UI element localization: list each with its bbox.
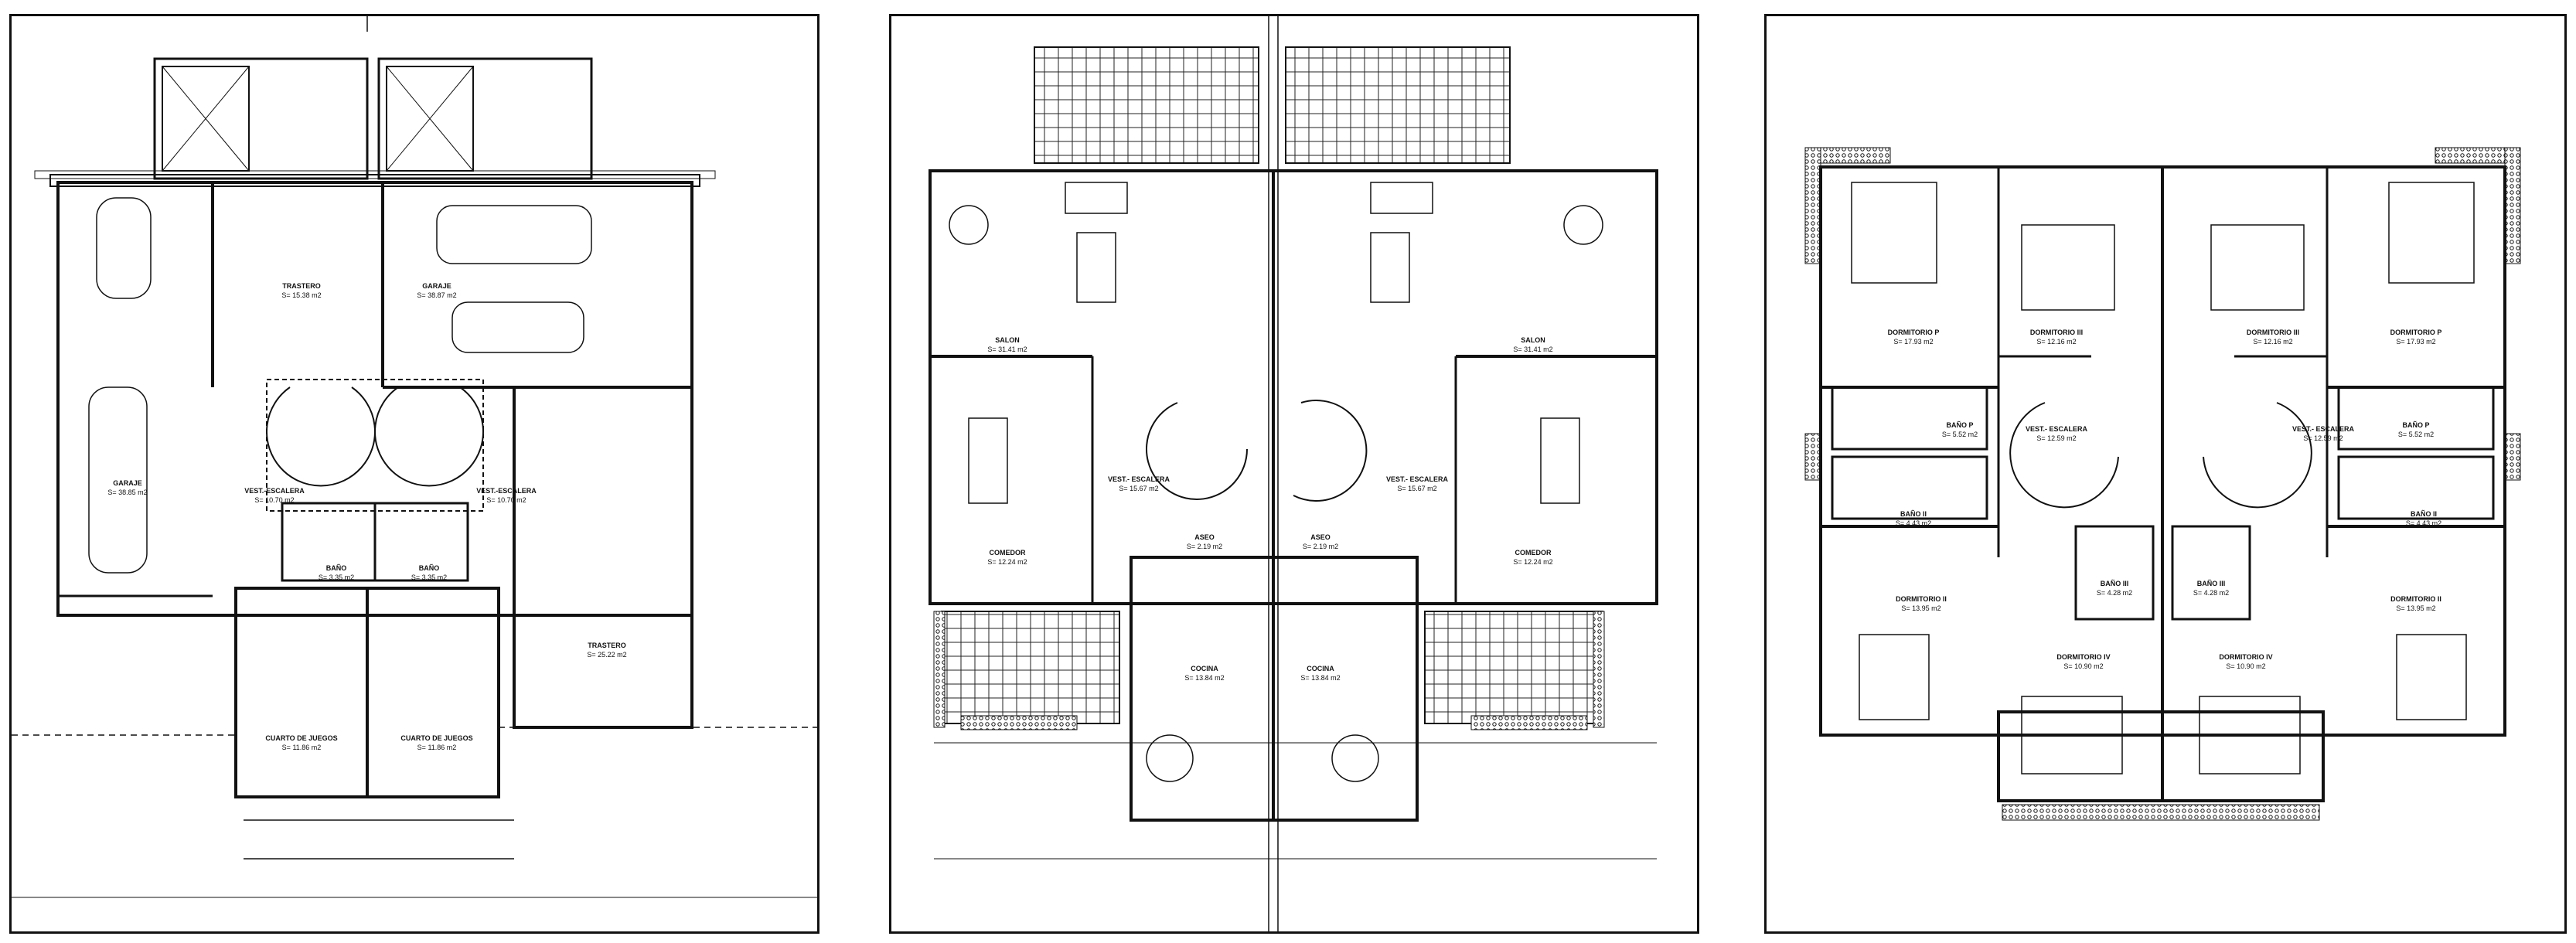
basement-plan-drawing	[12, 16, 817, 898]
upper-floor-plan-drawing	[1804, 147, 2521, 821]
ground-floor-plan-drawing	[929, 16, 1658, 931]
